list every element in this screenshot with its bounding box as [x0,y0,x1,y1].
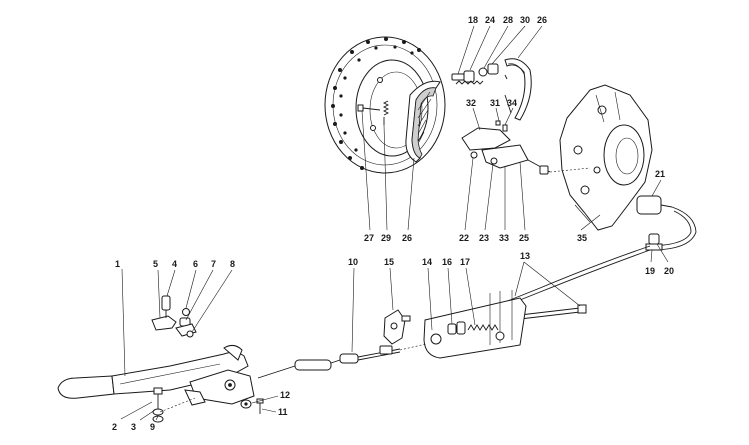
callout-26-bottom: 26 [402,233,412,243]
shoe-lever-assembly [461,120,551,180]
cable-connector [636,195,697,251]
callout-22: 22 [459,233,469,243]
leader-lines [120,25,669,421]
callout-12: 12 [280,390,290,400]
pull-rod [339,343,427,364]
adjuster-assembly [451,63,499,85]
equaliser-bracket [423,290,527,359]
callout-23: 23 [479,233,489,243]
callout-25: 25 [519,233,529,243]
callout-32: 32 [466,98,476,108]
callout-4: 4 [172,259,177,269]
callout-13: 13 [520,251,530,261]
callout-15: 15 [384,257,394,267]
callout-17: 17 [460,257,470,267]
cable-bracket [645,233,663,251]
retaining-spring [382,100,390,125]
retaining-pin [357,104,381,112]
callout-18: 18 [468,15,478,25]
callout-28: 28 [503,15,513,25]
guide-bracket [383,309,411,345]
callout-5: 5 [153,259,158,269]
callout-27: 27 [364,233,374,243]
callout-2: 2 [112,422,117,432]
callout-24: 24 [485,15,495,25]
callout-labels: 1 2 3 4 5 6 7 8 9 10 11 12 13 14 15 16 1… [112,15,674,432]
callout-6: 6 [193,259,198,269]
callout-8: 8 [230,259,235,269]
callout-11: 11 [278,407,288,417]
brake-shoe-right [504,58,532,121]
callout-19: 19 [645,266,655,276]
callout-33: 33 [499,233,509,243]
callout-31: 31 [490,98,500,108]
washer [240,399,252,409]
hub-carrier [549,84,653,231]
callout-1: 1 [115,259,120,269]
switch-assembly [151,295,197,338]
handbrake-lever [57,344,255,406]
callout-16: 16 [442,257,452,267]
callout-3: 3 [131,422,136,432]
callout-9: 9 [150,422,155,432]
callout-29: 29 [381,233,391,243]
callout-7: 7 [211,259,216,269]
callout-34: 34 [507,98,517,108]
callout-10: 10 [348,257,358,267]
callout-35: 35 [577,233,587,243]
callout-30: 30 [520,15,530,25]
callout-26-top: 26 [537,15,547,25]
callout-14: 14 [422,257,432,267]
adjuster-tube [257,359,341,379]
callout-21: 21 [655,169,665,179]
brake-shoe-left [405,80,441,163]
callout-20: 20 [664,266,674,276]
